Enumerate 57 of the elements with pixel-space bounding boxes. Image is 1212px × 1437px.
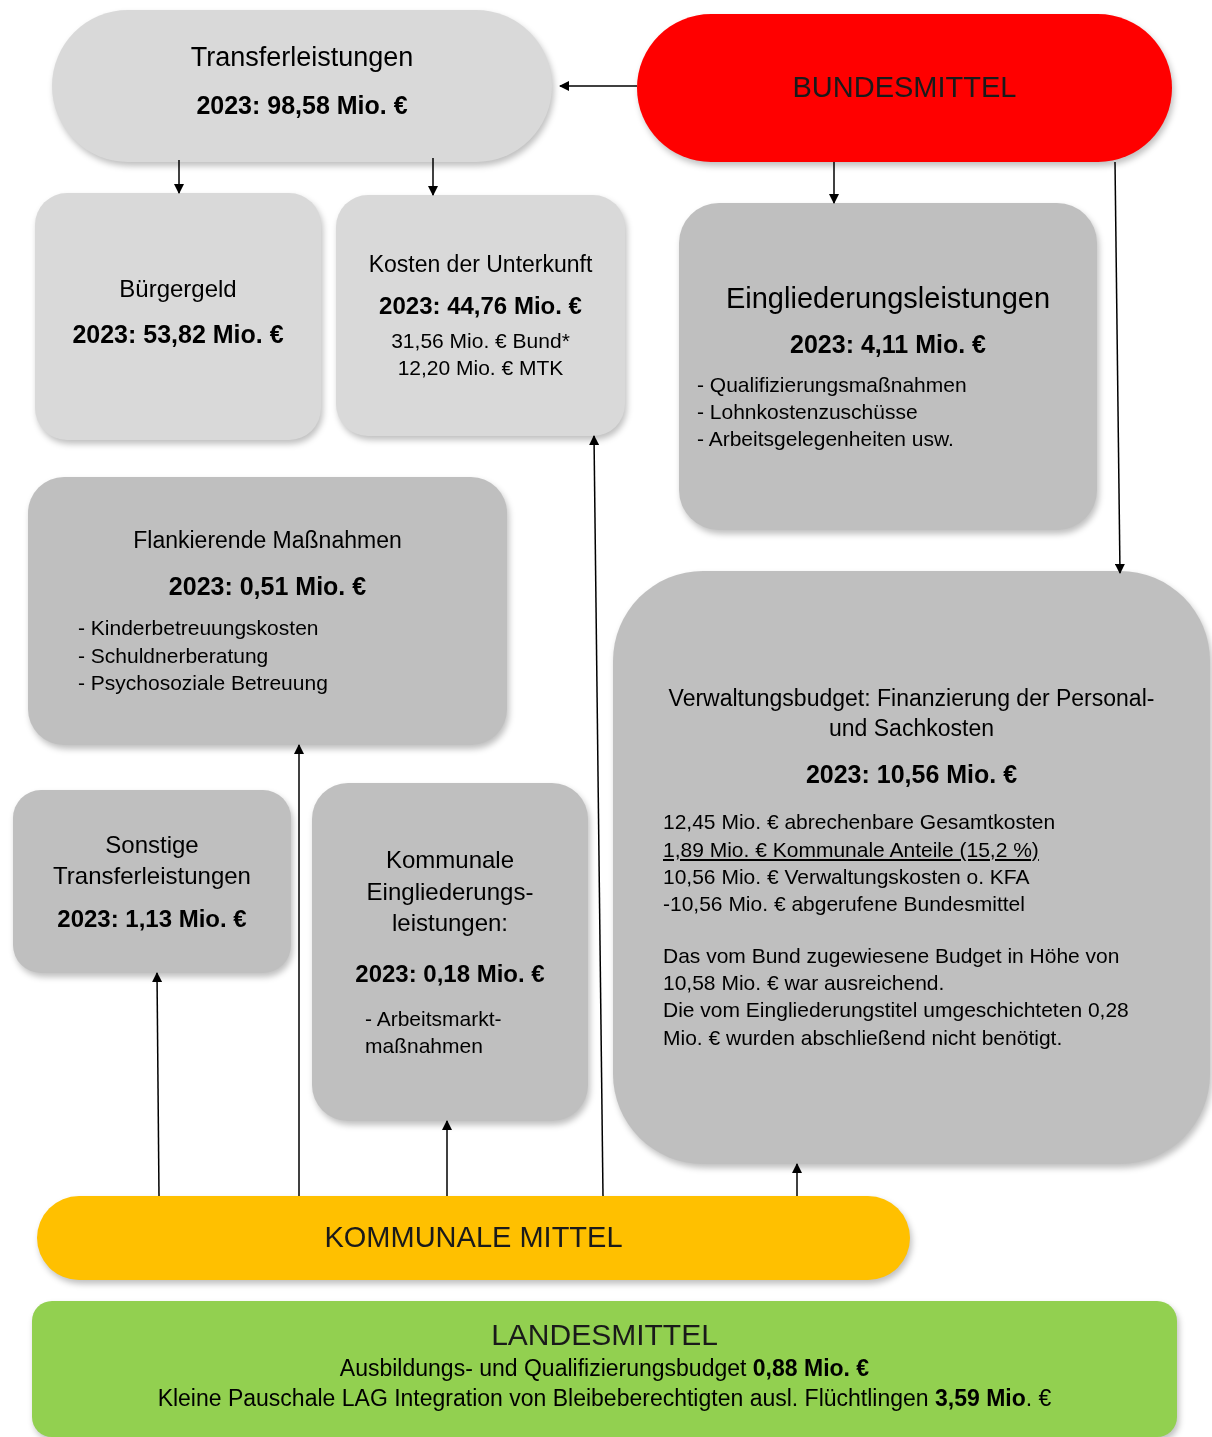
arrow [294,744,304,1197]
detail-text: -10,56 Mio. € abgerufene Bundesmittel [663,891,1026,918]
detail-text: 12,20 Mio. € MTK [397,355,564,382]
node-title: Kommunale Eingliederungs- leistungen: [365,845,535,938]
arrow [428,157,438,196]
detail-text: 1,89 Mio. € Kommunale Anteile (15,2 %) [663,836,1040,863]
amount-text: 2023: 4,11 Mio. € [790,329,986,361]
detail-text: Ausbildungs- und Qualifizierungsbudget 0,88 Mio. € [339,1353,870,1383]
detail-text: 12,45 Mio. € abrechenbare Gesamtkosten [663,809,1057,836]
arrow [829,161,839,204]
arrow [792,1163,802,1197]
arrow [442,1120,452,1197]
benefit-box [35,193,321,440]
benefit-box [28,477,507,745]
amount-text: 2023: 98,58 Mio. € [196,90,408,122]
amount-text: 2023: 44,76 Mio. € [379,290,582,321]
transfer-box [52,10,552,162]
arrow [589,435,604,1197]
detail-text: Kleine Pauschale LAG Integration von Bleibeberechtigten ausl. Flüchtlingen 3,59 Mio. € [157,1383,1052,1413]
node-title: Transferleistungen [190,41,414,75]
node-title: BUNDESMITTEL [792,70,1017,106]
node-title: Kosten der Unterkunft [368,249,593,279]
funding-source-box [637,14,1172,162]
funding-source-box [32,1301,1177,1437]
arrow [174,159,184,194]
benefit-box [312,783,588,1121]
detail-text: 31,56 Mio. € Bund* [391,327,570,354]
detail-text: - Schuldnerberatung [78,642,270,669]
detail-text: 10,56 Mio. € Verwaltungskosten o. KFA [663,864,1031,891]
node-title: Flankierende Maßnahmen [133,525,402,555]
amount-text: 2023: 0,18 Mio. € [355,958,545,989]
detail-text: - Kinderbetreuungskosten [78,615,320,642]
detail-text: Das vom Bund zugewiesene Budget in Höhe von 10,58 Mio. € war ausreichend. [663,942,1121,996]
benefit-box [336,195,625,436]
node-title: Verwaltungsbudget: Finanzierung der Personal- und Sachkosten [667,684,1156,744]
benefit-box [13,790,291,973]
detail-text: Die vom Eingliederungstitel umgeschichteten 0,28 Mio. € wurden abschließend nicht benötigt. [663,997,1130,1051]
budget-box [613,571,1210,1164]
amount-text: 2023: 53,82 Mio. € [72,318,284,350]
detail-text: - Psychosoziale Betreuung [78,669,329,696]
node-title: Bürgergeld [119,273,237,304]
amount-text: 2023: 1,13 Mio. € [57,904,247,935]
detail-text: - Lohnkostenzuschüsse [697,398,919,425]
detail-text: - Arbeitsgelegenheiten usw. [697,426,955,453]
funding-source-box [37,1196,910,1280]
amount-text: 2023: 0,51 Mio. € [168,570,367,602]
node-title: Eingliederungsleistungen [725,281,1051,317]
node-title: LANDESMITTEL [491,1316,718,1353]
node-title: Sonstige Transferleistungen [52,829,252,891]
node-title: KOMMUNALE MITTEL [324,1220,623,1256]
detail-text: - Arbeitsmarkt- maßnahmen [365,1006,503,1060]
amount-text: 2023: 10,56 Mio. € [805,758,1018,790]
benefit-box [679,203,1097,530]
arrow [152,972,163,1197]
arrow [559,81,638,91]
detail-text: - Qualifizierungsmaßnahmen [697,371,968,398]
arrow [1114,161,1125,574]
